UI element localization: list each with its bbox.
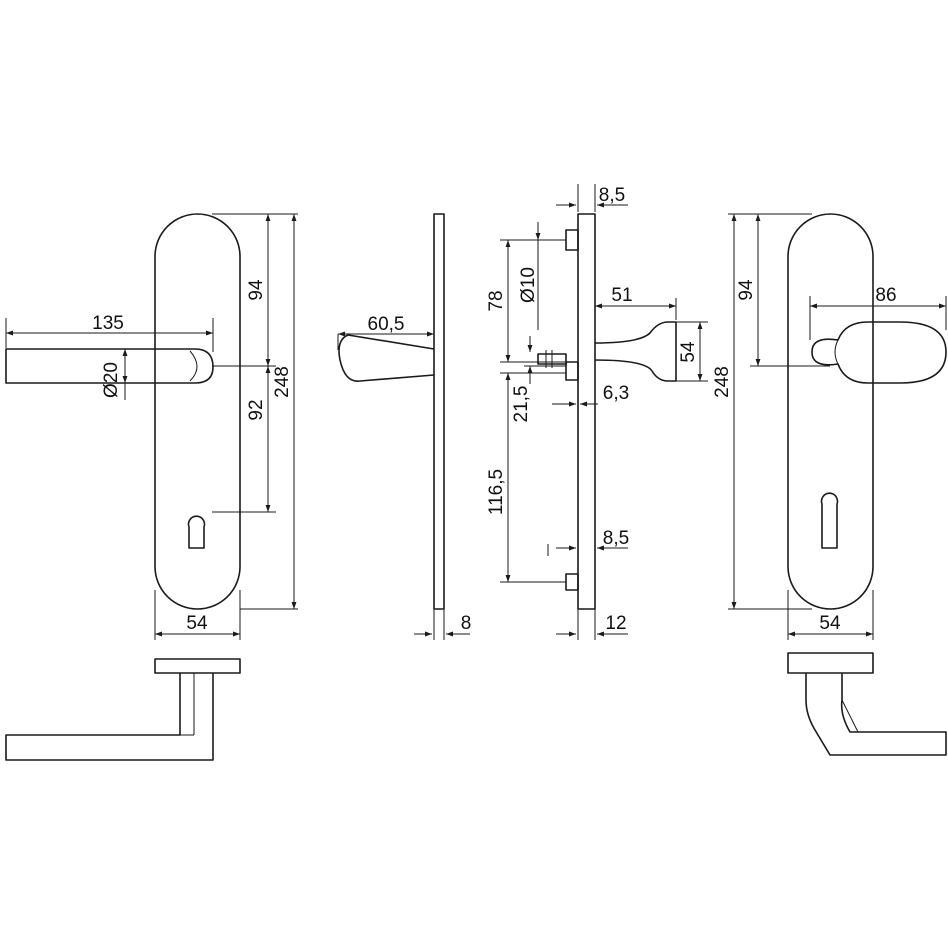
section-knob-profile xyxy=(594,321,677,382)
dimension-screw-spacing-top: 78 xyxy=(486,290,507,311)
plate-edge xyxy=(154,658,241,674)
lever-profile xyxy=(5,673,214,761)
dimension-knob-spindle-to-top: 94 xyxy=(736,279,757,301)
keyhole-cylinder xyxy=(187,515,206,549)
dimension-handle-diameter: Ø20 xyxy=(101,362,122,398)
side-view-lever: 60,5 8 xyxy=(337,213,472,640)
lever-side-profile xyxy=(338,334,435,382)
section-view-knob: 8,5 78 Ø10 51 54 21,5 6,3 116,5 xyxy=(486,184,708,640)
dimension-knob-plate-width: 54 xyxy=(819,613,841,634)
dimension-knob-plate-height: 248 xyxy=(712,366,733,398)
knob-neck xyxy=(834,339,839,365)
knob-keyhole-cylinder xyxy=(820,492,839,549)
top-view-lever xyxy=(5,658,241,761)
knob-backplate-outline xyxy=(787,213,874,610)
section-screw-top xyxy=(565,229,579,251)
offset-plate-edge xyxy=(787,652,874,674)
front-view-knob: 86 94 248 54 xyxy=(712,213,947,640)
offset-lever-profile xyxy=(805,673,947,756)
dimension-bottom-offset: 8,5 xyxy=(603,528,629,549)
dimension-shank-thickness: 6,3 xyxy=(603,383,629,404)
dimension-knob-height: 54 xyxy=(678,341,699,363)
dimension-section-thickness: 12 xyxy=(605,613,626,634)
front-view-lever: 135 Ø20 94 92 248 54 xyxy=(5,213,298,640)
lever-handle xyxy=(5,348,214,384)
dimension-knob-projection: 51 xyxy=(611,285,632,306)
section-plate xyxy=(577,213,596,610)
dimension-spindle-offset: 21,5 xyxy=(511,386,532,423)
dimension-side-thickness: 8 xyxy=(461,613,472,634)
section-spindle xyxy=(537,353,567,365)
dimension-handle-length: 135 xyxy=(92,313,124,334)
top-view-offset-lever xyxy=(787,652,947,756)
section-screw-bottom xyxy=(565,573,579,591)
lever-collar xyxy=(189,350,198,382)
dimension-side-projection: 60,5 xyxy=(368,314,405,335)
dimension-rosette-diameter: Ø10 xyxy=(518,267,539,303)
dimension-spindle-to-top: 94 xyxy=(246,279,267,301)
dimension-knob-reach: 86 xyxy=(875,285,896,306)
dimension-top-offset: 8,5 xyxy=(599,185,625,206)
section-rosette xyxy=(565,361,579,381)
side-plate xyxy=(433,213,445,610)
dimension-screw-spacing-bottom: 116,5 xyxy=(486,469,507,515)
dimension-spindle-to-cylinder: 92 xyxy=(246,399,267,420)
backplate-outline xyxy=(154,213,241,610)
dimension-plate-height: 248 xyxy=(272,366,293,398)
dimension-plate-width: 54 xyxy=(186,613,208,634)
knob-body xyxy=(811,321,947,384)
